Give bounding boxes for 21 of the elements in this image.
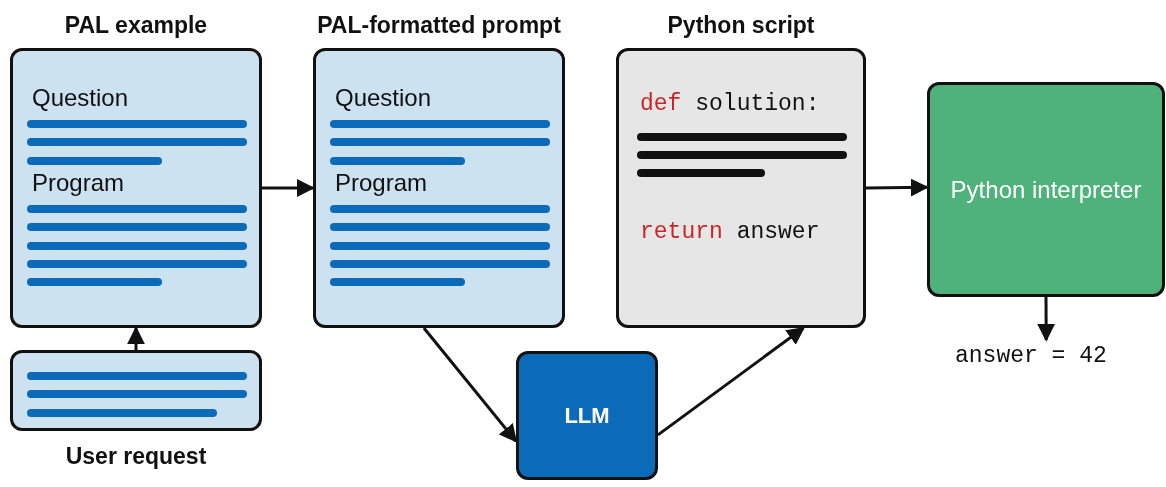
arrow	[422, 327, 518, 443]
section-label: Program	[32, 169, 125, 197]
arrow	[262, 179, 315, 197]
arrow	[866, 178, 929, 197]
section-label: Question	[335, 84, 432, 112]
box-label: LLM	[563, 401, 611, 430]
arrow	[1037, 297, 1056, 342]
section-label: Question	[32, 84, 129, 112]
box-label: Python interpreter	[949, 174, 1143, 205]
arrow	[657, 326, 805, 437]
section-label: Program	[335, 169, 428, 197]
code-line: def solution:	[640, 91, 820, 117]
heading: PAL example	[64, 12, 208, 39]
process-box	[927, 82, 1165, 297]
heading: User request	[65, 443, 207, 470]
heading: PAL-formatted prompt	[317, 12, 561, 39]
heading: Python script	[667, 12, 815, 39]
process-box	[516, 351, 658, 480]
code-line: return answer	[640, 219, 820, 245]
result-text: answer = 42	[955, 340, 1145, 372]
arrow	[127, 326, 145, 350]
